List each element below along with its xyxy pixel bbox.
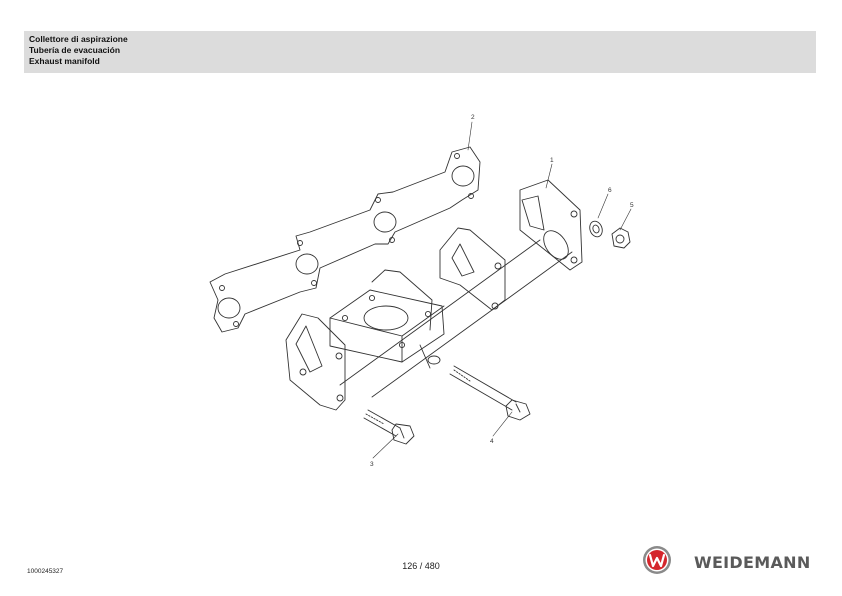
manifold-part bbox=[285, 179, 583, 411]
bolt-part-4 bbox=[449, 365, 531, 421]
title-italian: Collettore di aspirazione bbox=[29, 34, 128, 44]
bolt-part-3 bbox=[363, 409, 415, 445]
page-number: 126 / 480 bbox=[402, 561, 440, 571]
callout-1: 1 bbox=[550, 157, 554, 164]
weidemann-logo-icon bbox=[643, 546, 671, 574]
callout-6: 6 bbox=[608, 187, 612, 194]
document-id: 1000245327 bbox=[27, 568, 64, 575]
header-band: Collettore di aspirazione Tubería de eva… bbox=[24, 31, 816, 73]
washer-part-6 bbox=[589, 220, 603, 238]
leader-lines bbox=[372, 121, 632, 459]
callout-5: 5 bbox=[630, 202, 634, 209]
gasket-part bbox=[209, 146, 481, 333]
callout-4: 4 bbox=[490, 438, 494, 445]
title-english: Exhaust manifold bbox=[29, 56, 100, 66]
nut-part-5 bbox=[611, 227, 631, 249]
brand-name: WEIDEMANN bbox=[694, 553, 811, 572]
callout-3: 3 bbox=[370, 461, 374, 468]
callout-2: 2 bbox=[471, 114, 475, 121]
title-spanish: Tubería de evacuación bbox=[29, 45, 121, 55]
